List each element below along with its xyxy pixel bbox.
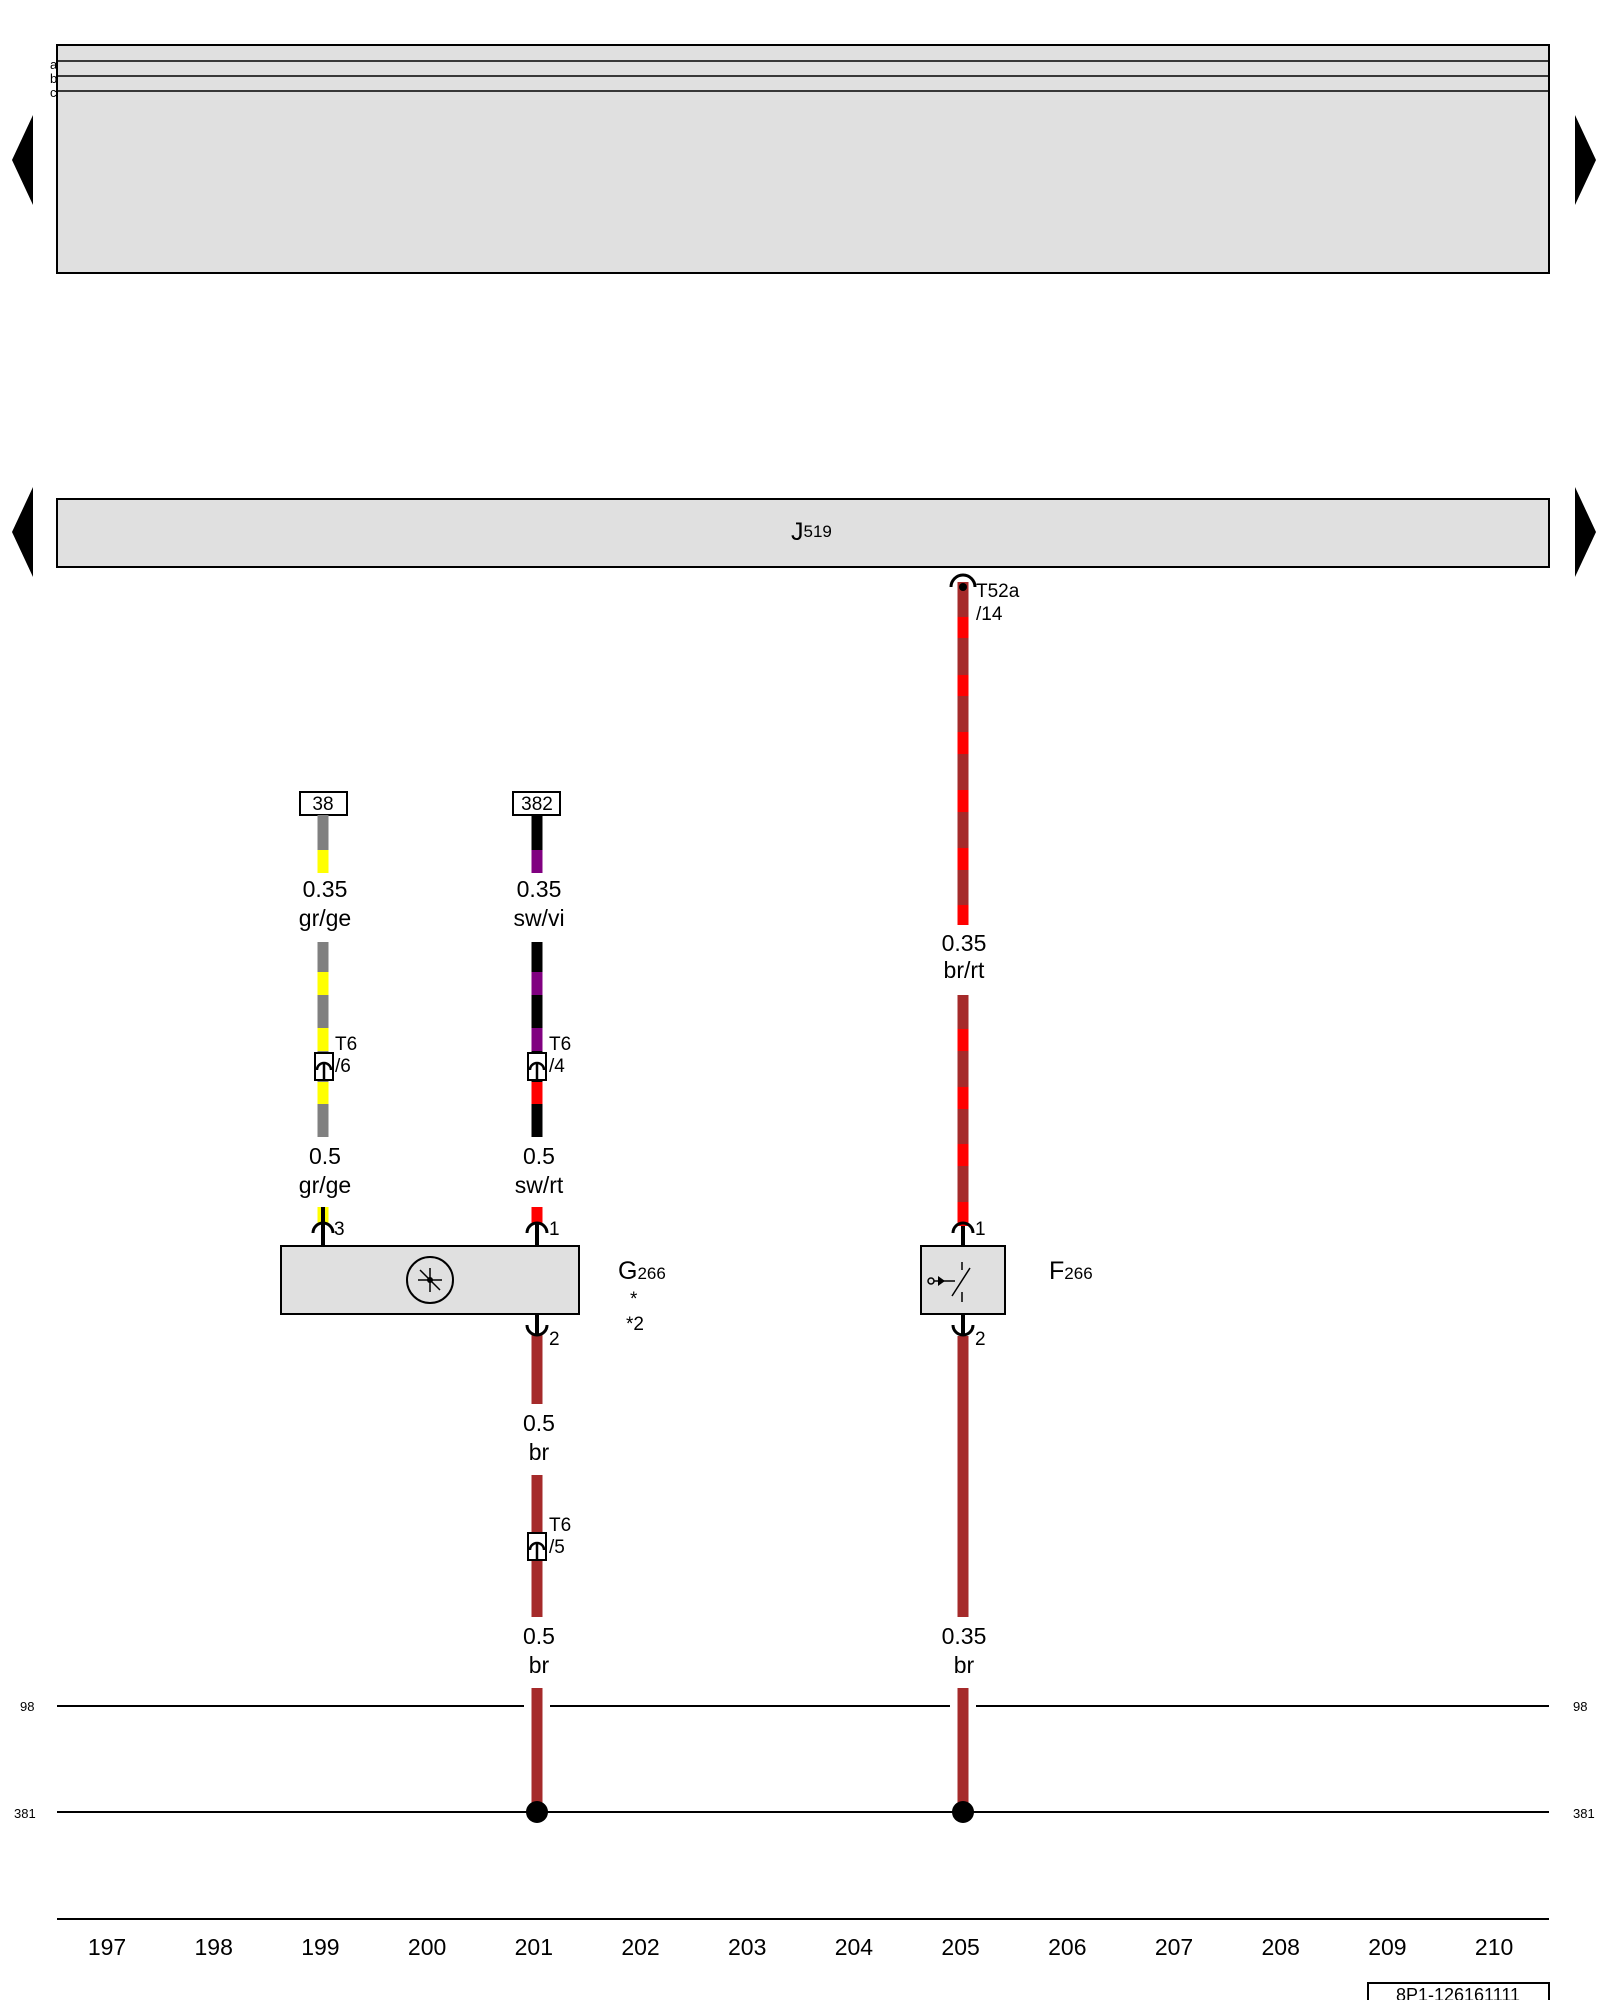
wire-color-label: gr/ge xyxy=(299,1172,351,1198)
column-number: 201 xyxy=(515,1934,553,1960)
wire-color-label: br/rt xyxy=(944,957,986,983)
connector-t6-6[interactable]: T6 /6 xyxy=(314,1034,357,1081)
switch-symbol-icon xyxy=(927,1262,971,1302)
connector-pin: /4 xyxy=(549,1056,565,1077)
module-j519[interactable]: J519 xyxy=(56,498,1550,568)
rail-label-left: 381 xyxy=(14,1806,36,1821)
rail-label-right: 98 xyxy=(1573,1699,1587,1714)
svg-text:38: 38 xyxy=(312,794,333,815)
reference-38[interactable]: 38 xyxy=(299,791,348,816)
g266-pin-1[interactable]: 1 xyxy=(525,1219,560,1246)
column-number: 203 xyxy=(728,1934,766,1960)
top-band: a b c xyxy=(50,44,1550,274)
component-note: * xyxy=(630,1289,638,1310)
wire-size-label: 0.5 xyxy=(523,1143,555,1169)
band-line-label-c: c xyxy=(50,85,57,100)
wire-color-label: br xyxy=(529,1652,550,1678)
component-f266-label: F266 xyxy=(1049,1257,1093,1285)
f266-pin-1[interactable]: 1 xyxy=(951,1219,986,1246)
footer-code-box: 8P1-126161111 xyxy=(1367,1982,1550,2000)
connector-t52a-14[interactable]: T52a /14 xyxy=(949,573,1020,625)
wire-size-label: 0.5 xyxy=(309,1143,341,1169)
svg-text:1: 1 xyxy=(975,1219,986,1240)
wire-size-label: 0.35 xyxy=(303,876,348,902)
column-number: 199 xyxy=(301,1934,339,1960)
prev-page-arrow-icon[interactable] xyxy=(12,115,33,205)
column-number: 200 xyxy=(408,1934,446,1960)
column-number: 205 xyxy=(941,1934,979,1960)
wire-color-label: sw/rt xyxy=(515,1172,564,1198)
column-numbers: 197 198 199 200 201 202 203 204 205 206 207 208 209 2… xyxy=(88,1934,1513,1960)
connector-name: T6 xyxy=(335,1034,357,1055)
svg-text:382: 382 xyxy=(521,794,553,815)
wire-color-label: br xyxy=(529,1439,550,1465)
wire-size-label: 0.5 xyxy=(523,1623,555,1649)
component-g266[interactable]: G266 * *2 xyxy=(280,1245,666,1335)
wire-size-label: 0.35 xyxy=(942,1623,987,1649)
reference-382[interactable]: 382 xyxy=(512,791,561,816)
ground-rail-381: 381 381 xyxy=(14,1806,1595,1821)
wire-size-label: 0.5 xyxy=(523,1410,555,1436)
svg-text:3: 3 xyxy=(334,1219,345,1240)
column-number: 202 xyxy=(621,1934,659,1960)
module-j519-label: J519 xyxy=(791,518,832,546)
next-page-arrow-icon[interactable] xyxy=(1575,115,1596,205)
prev-page-arrow-icon[interactable] xyxy=(12,487,33,577)
svg-text:2: 2 xyxy=(549,1329,560,1350)
f266-pin-2[interactable]: 2 xyxy=(951,1314,986,1350)
column-number: 206 xyxy=(1048,1934,1086,1960)
g266-pin-2[interactable]: 2 xyxy=(525,1314,560,1350)
column-number: 204 xyxy=(835,1934,874,1960)
ground-rail-98: 98 98 xyxy=(20,1699,1587,1714)
sensor-symbol-icon xyxy=(406,1256,454,1304)
connector-name: T52a xyxy=(976,581,1020,602)
wire-color-label: sw/vi xyxy=(513,905,564,931)
column-number: 207 xyxy=(1155,1934,1193,1960)
ground-junction-201 xyxy=(526,1801,548,1823)
svg-text:1: 1 xyxy=(549,1219,560,1240)
g266-pin-3[interactable]: 3 xyxy=(311,1207,345,1246)
wire-size-label: 0.35 xyxy=(942,930,987,956)
connector-t6-4[interactable]: T6 /4 xyxy=(527,1034,571,1081)
ground-junction-205 xyxy=(952,1801,974,1823)
connector-pin: /14 xyxy=(976,604,1003,625)
wire-color-label: br xyxy=(954,1652,975,1678)
band-line-label-b: b xyxy=(50,71,57,86)
column-number: 197 xyxy=(88,1934,126,1960)
connector-name: T6 xyxy=(549,1034,571,1055)
band-line-label-a: a xyxy=(50,57,58,72)
wire-color-label: gr/ge xyxy=(299,905,351,931)
column-number: 208 xyxy=(1262,1934,1300,1960)
svg-text:2: 2 xyxy=(975,1329,986,1350)
column-number: 198 xyxy=(195,1934,233,1960)
column-number: 210 xyxy=(1475,1934,1513,1960)
footer-code: 8P1-126161111 xyxy=(1396,1985,1520,2000)
component-f266[interactable]: F266 xyxy=(920,1245,1093,1315)
rail-label-left: 98 xyxy=(20,1699,34,1714)
connector-pin: /5 xyxy=(549,1537,565,1558)
connector-name: T6 xyxy=(549,1515,571,1536)
component-note: *2 xyxy=(626,1314,644,1335)
next-page-arrow-icon[interactable] xyxy=(1575,487,1596,577)
connector-t6-5[interactable]: T6 /5 xyxy=(527,1515,571,1561)
connector-pin: /6 xyxy=(335,1056,351,1077)
column-number: 209 xyxy=(1368,1934,1406,1960)
component-g266-label: G266 xyxy=(618,1257,666,1285)
rail-label-right: 381 xyxy=(1573,1806,1595,1821)
wire-size-label: 0.35 xyxy=(517,876,562,902)
